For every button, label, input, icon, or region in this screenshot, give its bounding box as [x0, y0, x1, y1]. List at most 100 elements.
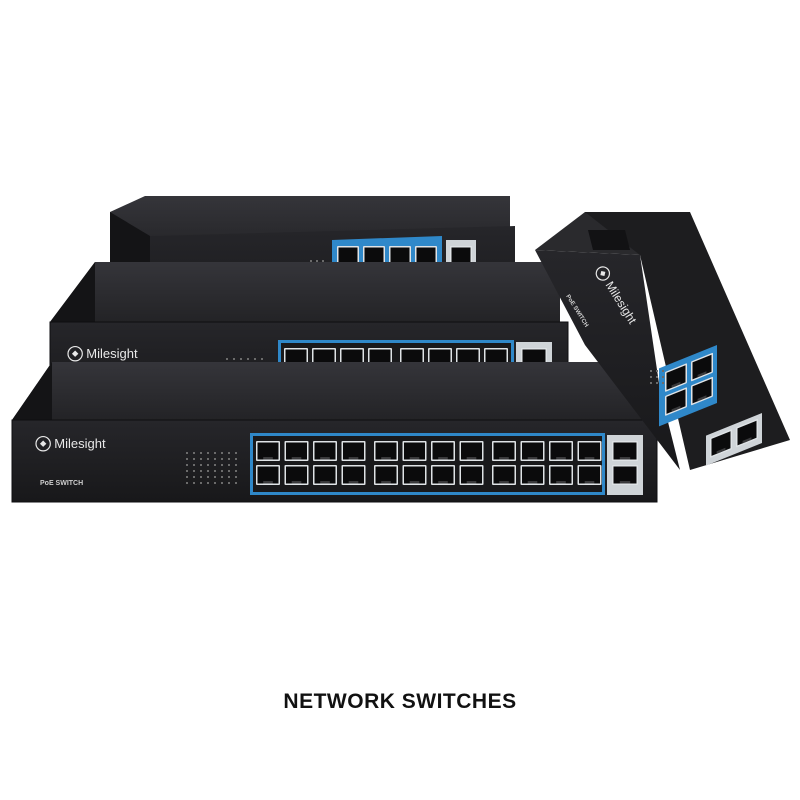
rj45-port	[432, 466, 454, 484]
rj45-port	[737, 420, 757, 446]
status-led	[193, 470, 195, 472]
status-led	[235, 464, 237, 466]
rj45-clip	[671, 381, 681, 388]
rj45-port	[416, 247, 436, 265]
status-led	[207, 470, 209, 472]
rj45-clip	[263, 481, 273, 484]
status-led	[235, 458, 237, 460]
rj45-port	[666, 389, 686, 414]
status-led	[207, 464, 209, 466]
rj45-clip	[320, 481, 330, 484]
rj45-port	[257, 442, 279, 460]
rj45-port	[338, 247, 358, 265]
rj45-clip	[438, 457, 448, 460]
switch-front	[585, 212, 790, 470]
rj45-clip	[697, 395, 707, 402]
status-led	[240, 358, 242, 360]
status-led	[233, 358, 235, 360]
rj45-port	[404, 466, 425, 484]
status-led	[221, 482, 223, 484]
status-led	[226, 358, 228, 360]
status-led	[221, 470, 223, 472]
status-led	[656, 376, 658, 378]
rj45-port	[390, 247, 410, 265]
status-led	[200, 452, 202, 454]
milesight-logo-mark	[600, 270, 606, 277]
status-led	[214, 458, 216, 460]
status-led	[656, 370, 658, 372]
status-led	[221, 476, 223, 478]
rj45-clip	[556, 457, 566, 460]
status-led	[235, 476, 237, 478]
rj45-port	[692, 354, 712, 380]
rj45-port	[375, 466, 397, 484]
status-led	[207, 476, 209, 478]
rj45-clip	[584, 457, 595, 460]
status-led	[193, 464, 195, 466]
status-led	[186, 458, 188, 460]
status-led	[221, 452, 223, 454]
milesight-logo-mark	[71, 350, 79, 357]
status-led	[207, 452, 209, 454]
rj45-port	[493, 466, 515, 484]
status-led	[207, 482, 209, 484]
status-led	[662, 376, 664, 378]
milesight-logo-icon	[67, 345, 83, 362]
status-led	[310, 260, 312, 262]
status-led	[228, 470, 230, 472]
rj45-clip	[348, 457, 359, 460]
rj45-port	[343, 442, 364, 460]
uplink-block	[706, 412, 762, 466]
status-led	[228, 452, 230, 454]
status-led	[221, 458, 223, 460]
status-led	[186, 470, 188, 472]
rj45-port	[613, 466, 637, 484]
port-block	[659, 344, 717, 427]
status-led	[228, 458, 230, 460]
status-led	[200, 476, 202, 478]
rj45-port	[257, 466, 279, 484]
rj45-clip	[381, 457, 391, 460]
rj45-clip	[348, 481, 359, 484]
rj45-clip	[697, 371, 707, 378]
status-led	[228, 482, 230, 484]
rj45-clip	[556, 481, 566, 484]
rj45-port	[432, 442, 454, 460]
status-led	[247, 358, 249, 360]
rj45-port	[314, 466, 336, 484]
status-led	[186, 482, 188, 484]
rj45-port	[666, 365, 686, 390]
status-led	[193, 482, 195, 484]
status-led	[200, 470, 202, 472]
rj45-port	[493, 442, 515, 460]
rj45-clip	[409, 481, 420, 484]
status-led	[186, 464, 188, 466]
rj45-port	[550, 442, 572, 460]
rj45-clip	[671, 405, 681, 412]
status-led	[650, 376, 652, 378]
rj45-clip	[320, 457, 330, 460]
rj45-port	[550, 466, 572, 484]
status-led	[228, 476, 230, 478]
model-label: PoE SWITCH	[40, 480, 83, 487]
rj45-port	[522, 442, 543, 460]
status-led	[228, 464, 230, 466]
milesight-logo-icon	[35, 435, 51, 452]
rj45-port	[286, 442, 307, 460]
rj45-port	[451, 247, 471, 265]
status-led	[235, 470, 237, 472]
rj45-port	[579, 466, 600, 484]
brand-label: Milesight	[86, 346, 138, 361]
status-led	[261, 358, 263, 360]
rj45-port	[404, 442, 425, 460]
rj45-port	[692, 378, 712, 404]
rj45-port	[522, 466, 543, 484]
rj45-clip	[438, 481, 448, 484]
rj45-clip	[466, 481, 477, 484]
status-led	[322, 260, 324, 262]
rj45-port	[286, 466, 307, 484]
status-led	[662, 382, 664, 384]
status-led	[235, 482, 237, 484]
rj45-clip	[584, 481, 595, 484]
